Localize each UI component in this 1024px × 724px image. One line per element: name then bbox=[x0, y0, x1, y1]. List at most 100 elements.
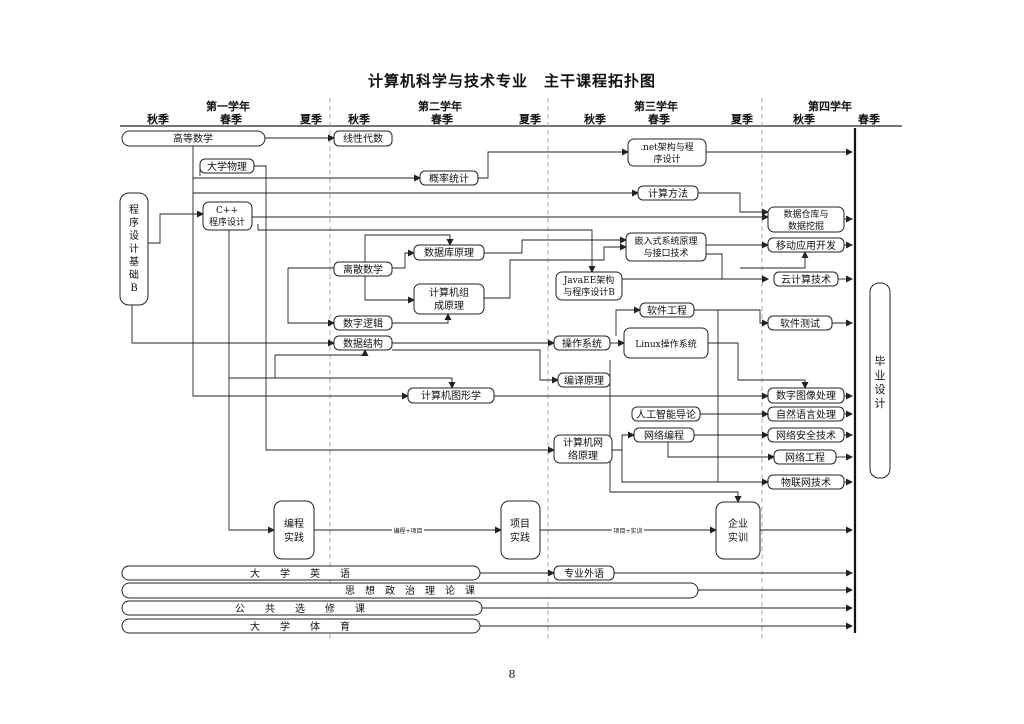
course-shuju-cangku: 数据仓库与 数据挖掘 bbox=[767, 206, 845, 233]
svg-text:序设计: 序设计 bbox=[653, 153, 680, 165]
svg-text:B: B bbox=[130, 283, 137, 294]
course-qianrushi: 嵌入式系统原理 与接口技术 bbox=[625, 232, 707, 262]
semester-label: 春季 bbox=[858, 113, 880, 126]
svg-text:数据结构: 数据结构 bbox=[343, 337, 383, 350]
course-ziran-yuyan: 自然语言处理 bbox=[767, 406, 845, 422]
semester-label: 秋季 bbox=[147, 113, 169, 126]
svg-text:软件工程: 软件工程 bbox=[647, 304, 687, 317]
svg-text:专业外语: 专业外语 bbox=[564, 567, 604, 580]
svg-text:数据仓库与: 数据仓库与 bbox=[783, 208, 828, 220]
semester-label: 秋季 bbox=[584, 113, 606, 126]
svg-text:实践: 实践 bbox=[284, 531, 304, 544]
svg-text:高等数学: 高等数学 bbox=[173, 132, 213, 145]
svg-text:网络工程: 网络工程 bbox=[785, 451, 825, 464]
svg-text:计: 计 bbox=[129, 242, 139, 255]
svg-text:大学物理: 大学物理 bbox=[207, 160, 247, 173]
svg-text:云计算技术: 云计算技术 bbox=[781, 273, 831, 286]
svg-text:编程: 编程 bbox=[284, 517, 304, 530]
svg-text:物联网技术: 物联网技术 bbox=[781, 476, 831, 489]
course-net-architecture: .net架构与程 序设计 bbox=[627, 138, 707, 167]
course-gailv-tongji: 概率统计 bbox=[419, 170, 479, 186]
svg-text:大 学 体 育: 大 学 体 育 bbox=[250, 620, 350, 633]
semester-label: 秋季 bbox=[793, 113, 815, 126]
svg-text:与程序设计B: 与程序设计B bbox=[563, 286, 615, 298]
connector-label-practice: 编程+项目 bbox=[393, 527, 422, 535]
svg-text:网络安全技术: 网络安全技术 bbox=[776, 429, 836, 442]
svg-text:C++: C++ bbox=[216, 206, 238, 216]
page-title: 计算机科学与技术专业 主干课程拓扑图 bbox=[367, 72, 656, 90]
svg-text:实践: 实践 bbox=[510, 531, 530, 544]
course-caozuo-xitong: 操作系统 bbox=[553, 335, 611, 351]
year-1-label: 第一学年 bbox=[206, 100, 250, 113]
svg-text:序: 序 bbox=[129, 216, 139, 229]
svg-text:基: 基 bbox=[129, 255, 139, 268]
course-chengxu-sheji-jichu: 程 序 设 计 基 础 B bbox=[119, 192, 149, 306]
semester-label: 夏季 bbox=[300, 113, 322, 126]
svg-text:实训: 实训 bbox=[728, 531, 748, 544]
course-jisuan-fangfa: 计算方法 bbox=[637, 185, 699, 201]
general-course-daxue-yingyu: 大 学 英 语 bbox=[121, 565, 481, 581]
svg-text:计: 计 bbox=[875, 397, 886, 410]
svg-text:成原理: 成原理 bbox=[434, 300, 464, 312]
course-jisuanji-zucheng: 计算机组 成原理 bbox=[413, 283, 485, 315]
course-lisan-shuxue: 离散数学 bbox=[333, 261, 393, 277]
svg-text:思 想 政 治 理 论 课: 思 想 政 治 理 论 课 bbox=[345, 584, 475, 597]
semester-label: 春季 bbox=[431, 113, 453, 126]
semester-label: 秋季 bbox=[348, 113, 370, 126]
course-gaodeng-shuxue: 高等数学 bbox=[121, 130, 266, 147]
svg-text:公 共 选 修 课: 公 共 选 修 课 bbox=[235, 602, 365, 615]
svg-text:嵌入式系统原理: 嵌入式系统原理 bbox=[634, 235, 697, 247]
semester-label: 夏季 bbox=[519, 113, 541, 126]
course-rengong-zhineng: 人工智能导论 bbox=[631, 406, 701, 422]
page-number: 8 bbox=[508, 668, 516, 681]
svg-text:业: 业 bbox=[875, 369, 886, 382]
svg-text:计算机图形学: 计算机图形学 bbox=[421, 389, 481, 402]
svg-text:础: 础 bbox=[129, 269, 139, 281]
general-course-daxue-tiyu: 大 学 体 育 bbox=[121, 618, 481, 634]
course-biye-sheji: 毕 业 设 计 bbox=[869, 282, 891, 479]
course-tuxingxue: 计算机图形学 bbox=[407, 387, 495, 404]
course-wangluo-yuanli: 计算机网 络原理 bbox=[553, 434, 613, 464]
general-course-sixiang-zhengzhi: 思 想 政 治 理 论 课 bbox=[121, 582, 699, 599]
course-daxue-wuli: 大学物理 bbox=[199, 158, 255, 174]
course-ruanjian-gongcheng: 软件工程 bbox=[639, 302, 695, 318]
svg-text:JavaEE架构: JavaEE架构 bbox=[563, 274, 615, 286]
course-xiangmu-shijian: 项目 实践 bbox=[500, 500, 541, 560]
svg-text:数字图像处理: 数字图像处理 bbox=[776, 389, 836, 402]
course-shuzi-luoji: 数字逻辑 bbox=[333, 315, 393, 331]
course-linux: Linux操作系统 bbox=[623, 327, 709, 359]
svg-text:数据库原理: 数据库原理 bbox=[424, 246, 474, 259]
course-bianyi-yuanli: 编译原理 bbox=[557, 372, 611, 388]
svg-text:移动应用开发: 移动应用开发 bbox=[776, 239, 836, 252]
svg-text:程: 程 bbox=[129, 204, 139, 216]
course-shuju-jiegou: 数据结构 bbox=[333, 335, 393, 351]
course-yun-jisuan: 云计算技术 bbox=[773, 271, 839, 287]
connector-label-practice: 项目+实训 bbox=[613, 527, 642, 535]
semester-label: 春季 bbox=[648, 113, 670, 126]
svg-text:计算方法: 计算方法 bbox=[648, 187, 688, 200]
svg-text:程序设计: 程序设计 bbox=[209, 216, 245, 228]
course-wangluo-anquan: 网络安全技术 bbox=[767, 427, 845, 443]
svg-text:离散数学: 离散数学 bbox=[343, 263, 383, 276]
general-course-gonggong-xuanxiu: 公 共 选 修 课 bbox=[121, 600, 483, 616]
svg-text:操作系统: 操作系统 bbox=[562, 337, 602, 350]
course-yidong-kaifa: 移动应用开发 bbox=[767, 237, 845, 253]
svg-text:数据挖掘: 数据挖掘 bbox=[788, 220, 824, 232]
svg-text:企业: 企业 bbox=[728, 517, 748, 530]
svg-text:计算机网: 计算机网 bbox=[563, 436, 603, 449]
svg-text:项目: 项目 bbox=[510, 518, 530, 530]
year-2-label: 第二学年 bbox=[418, 100, 462, 113]
svg-text:.net架构与程: .net架构与程 bbox=[640, 141, 694, 153]
svg-text:线性代数: 线性代数 bbox=[343, 132, 383, 145]
svg-text:网络编程: 网络编程 bbox=[644, 429, 684, 442]
course-cpp-programming: C++ 程序设计 bbox=[202, 201, 253, 231]
course-biancheng-shijian: 编程 实践 bbox=[273, 500, 315, 560]
course-qiye-shixun: 企业 实训 bbox=[715, 501, 761, 560]
svg-text:与接口技术: 与接口技术 bbox=[643, 247, 688, 259]
svg-text:设: 设 bbox=[875, 383, 886, 396]
svg-text:软件测试: 软件测试 bbox=[780, 317, 820, 330]
svg-text:设: 设 bbox=[129, 230, 139, 242]
svg-text:数字逻辑: 数字逻辑 bbox=[343, 317, 383, 330]
svg-text:毕: 毕 bbox=[875, 355, 886, 368]
